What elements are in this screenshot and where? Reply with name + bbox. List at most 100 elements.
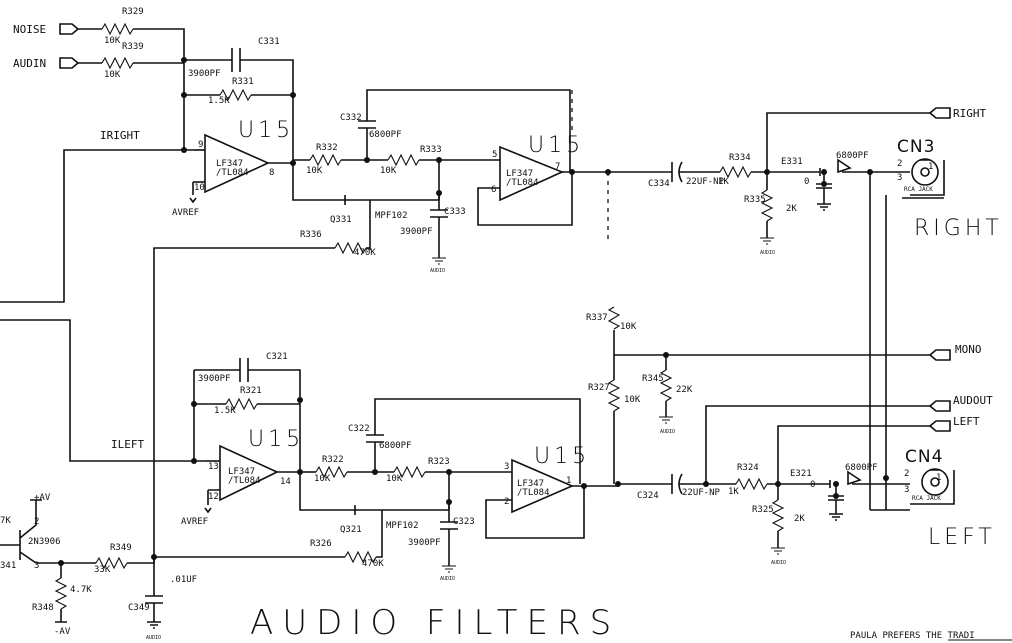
u15-opamp-left-1: U15 LF347 /TL084 13 12 14 AVREF: [181, 427, 303, 527]
u15-part-4b: /TL084: [517, 488, 550, 498]
r322-ref: R322: [322, 455, 344, 465]
pin-10: 10: [194, 183, 205, 193]
r348-ref: R348: [32, 603, 54, 613]
c333-capacitor: C333 3900PF AUDIO: [400, 160, 466, 274]
r337-value: 10K: [620, 322, 637, 332]
c324-ref: C324: [637, 491, 659, 501]
r325-resistor: R325 2K AUDIO: [752, 484, 805, 566]
pin-9: 9: [198, 140, 203, 150]
q331-value: MPF102: [375, 211, 408, 221]
ground-label-2: AUDIO: [760, 250, 775, 256]
r349-resistor: R349 33K: [36, 543, 155, 575]
e321-cap-value: 6800PF: [845, 463, 878, 473]
u15-name-4: U15: [534, 444, 590, 469]
q341-ref: 341: [0, 561, 16, 571]
r339-ref: R339: [122, 42, 144, 52]
e331-ref: E331: [781, 157, 803, 167]
r348-resistor: 4.7K R348 -AV: [32, 563, 92, 637]
cn4-pin-3: 3: [904, 485, 909, 495]
cn4-pin-2: 2: [904, 469, 909, 479]
mono-label: MONO: [955, 343, 982, 356]
noise-label: NOISE: [13, 23, 46, 36]
r325-value: 2K: [794, 514, 805, 524]
c324-value: 22UF-NP: [682, 488, 721, 498]
u15-part-2a: LF347: [506, 169, 533, 179]
u15-opamp-left-2: U15 LF347 /TL084 3 2 1: [485, 444, 618, 539]
q321-value: MPF102: [386, 521, 419, 531]
left-output-label: LEFT: [953, 415, 980, 428]
q341-transistor: 7K 341 +AV 2N3906 2 3: [0, 493, 61, 571]
r329-value: 10K: [104, 36, 121, 46]
r348-value: 4.7K: [70, 585, 92, 595]
pin-3: 3: [504, 462, 509, 472]
ground-label-4: AUDIO: [440, 576, 455, 582]
r331-value: 1.5K: [208, 96, 230, 106]
pin-1: 1: [566, 476, 571, 486]
r335-resistor: R335 2K AUDIO: [744, 172, 797, 256]
r324-value: 1K: [728, 487, 739, 497]
r322-value: 10K: [314, 474, 331, 484]
e331-cap-value: 6800PF: [836, 151, 869, 161]
q331-ref: Q331: [330, 215, 352, 225]
pin-12: 12: [208, 492, 219, 502]
c322-capacitor: C322 6800PF: [348, 398, 581, 484]
cn3-connector: CN3 2 3 1 RCA JACK RIGHT: [867, 137, 999, 241]
cn3-pin-1: 1: [928, 162, 933, 172]
cn3-pin-2: 2: [897, 159, 902, 169]
c332-value: 6800PF: [369, 130, 402, 140]
r327-resistor: R327 10K: [588, 379, 641, 484]
r345-resistor: R345 22K AUDIO: [642, 355, 693, 435]
plus-av-label: +AV: [34, 493, 51, 503]
r321-ref: R321: [240, 386, 262, 396]
e321-value: 0: [810, 480, 815, 490]
r334-ref: R334: [729, 153, 751, 163]
ground-label-5: AUDIO: [771, 560, 786, 566]
r335-value: 2K: [786, 204, 797, 214]
c332-capacitor: C332 6800PF: [340, 89, 571, 172]
r332-value: 10K: [306, 166, 323, 176]
q341-pin-2: 2: [34, 517, 39, 527]
c321-ref: C321: [266, 352, 288, 362]
q341-value: 2N3906: [28, 537, 61, 547]
c334-value: 22UF-NP: [686, 177, 725, 187]
r326-resistor: R326 470K: [151, 539, 384, 569]
iright-label: IRIGHT: [100, 129, 140, 142]
c331-capacitor: C331 3900PF: [181, 37, 294, 160]
c321-value: 3900PF: [198, 374, 231, 384]
r323-ref: R323: [428, 457, 450, 467]
diagram-title: AUDIO FILTERS: [250, 603, 620, 643]
ground-label-3: AUDIO: [660, 429, 675, 435]
u15-opamp-right-1: U15 LF347 /TL084 9 10 8 AVREF: [172, 118, 294, 218]
r333-value: 10K: [380, 166, 397, 176]
u15-name-2: U15: [528, 133, 584, 158]
q331-transistor: Q331 MPF102: [292, 163, 442, 250]
c334-ref: C334: [648, 179, 670, 189]
u15-name-1: U15: [238, 118, 294, 143]
e331-value: 0: [804, 177, 809, 187]
r333-resistor: R333 10K: [380, 145, 500, 176]
pin-8: 8: [269, 168, 274, 178]
r345-value: 22K: [676, 385, 693, 395]
u15-opamp-right-2: U15 LF347 /TL084 5 6 7: [477, 133, 608, 226]
r345-ref: R345: [642, 374, 664, 384]
pin-6: 6: [491, 185, 496, 195]
c334-capacitor: C334 22UF-NP: [605, 161, 725, 189]
e321-jumper: E321 0 6800PF: [790, 463, 910, 521]
pin-2: 2: [504, 497, 509, 507]
cn3-pin-3: 3: [897, 173, 902, 183]
e331-jumper: E331 0 6800PF: [781, 151, 870, 211]
c333-ref: C333: [444, 207, 466, 217]
r321-resistor: R321 1.5K: [191, 386, 303, 416]
q341-pin-3: 3: [34, 561, 39, 571]
r323-value: 10K: [386, 474, 403, 484]
r349-ref: R349: [110, 543, 132, 553]
right-output-label: RIGHT: [953, 107, 986, 120]
u15-part-4a: LF347: [517, 479, 544, 489]
cn3-jack: RCA JACK: [904, 186, 933, 193]
pin-14: 14: [280, 477, 291, 487]
u15-part-3a: LF347: [228, 467, 255, 477]
c349-ref: C349: [128, 603, 150, 613]
c332-ref: C332: [340, 113, 362, 123]
ileft-net: ILEFT: [0, 319, 206, 464]
